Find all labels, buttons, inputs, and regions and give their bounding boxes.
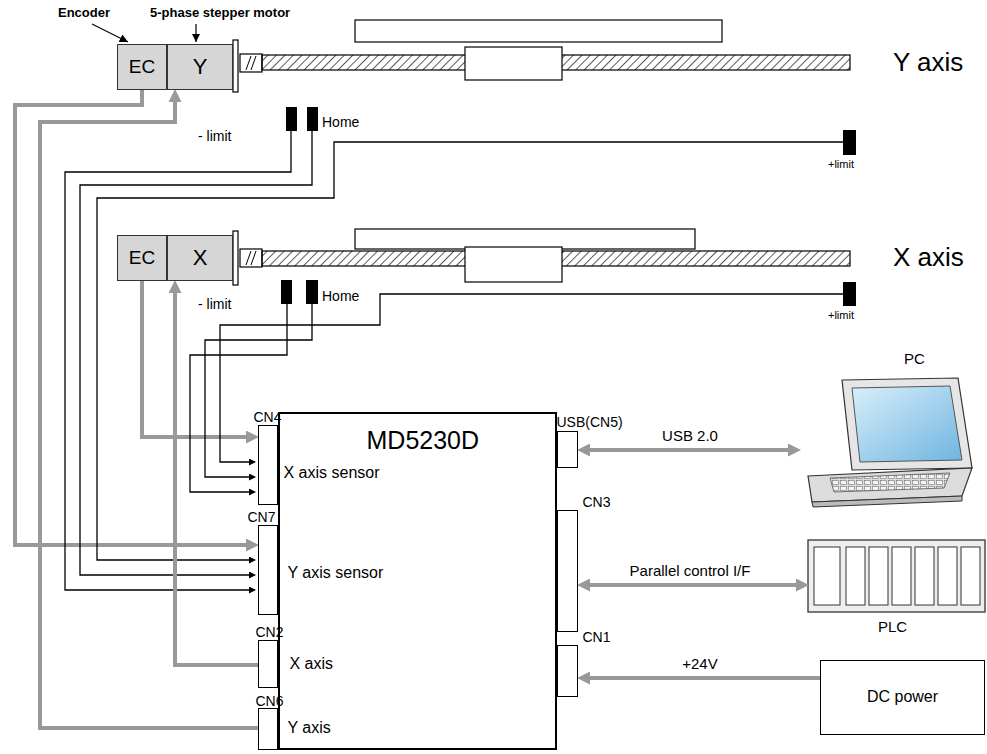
sensor-wire	[65, 131, 291, 590]
signal-cable	[590, 448, 788, 452]
signal-cable	[590, 676, 820, 680]
box-label: DC power	[867, 688, 938, 706]
stage-table	[355, 20, 722, 42]
stepper-motor-box: X	[167, 235, 233, 281]
plc-module	[961, 547, 980, 605]
motor-flange	[233, 40, 238, 92]
edge-label: Parallel control I/F	[627, 562, 754, 579]
coupling-mark	[246, 56, 251, 70]
node-label: CN3	[583, 494, 611, 510]
node-label: PC	[904, 350, 925, 367]
part-label: Encoder	[58, 6, 110, 21]
limit-sensor: - limit	[281, 280, 292, 304]
node-label: Home	[322, 114, 359, 130]
limit-sensor: - limit	[286, 107, 297, 131]
node-label: - limit	[198, 296, 231, 312]
box-label: EC	[129, 247, 155, 269]
axis-label: X axis	[893, 243, 964, 273]
node-label: PLC	[878, 618, 907, 635]
limit-sensor: +limit	[843, 282, 856, 306]
signal-cable	[40, 102, 258, 728]
axis-label: Y axis	[893, 48, 963, 78]
node-label: MD5230D	[367, 426, 480, 455]
plc-module	[846, 547, 865, 605]
leader-line	[195, 24, 196, 42]
node-label: CN6	[256, 693, 284, 709]
part-label: 5-phase stepper motor	[150, 6, 290, 21]
leader-line	[92, 24, 128, 42]
node-label: CN4	[254, 409, 282, 425]
node-label: CN2	[256, 624, 284, 640]
edge-label: USB 2.0	[659, 427, 721, 444]
controller-box: CN4X axis sensorUSB(CN5)CN3CN7Y axis sen…	[278, 412, 557, 750]
plc-rack: PLC	[808, 540, 985, 612]
signal-cable	[590, 583, 796, 587]
node-label: USB(CN5)	[557, 414, 623, 430]
screw-nut-block	[465, 247, 562, 282]
port-label: Y axis sensor	[288, 564, 384, 582]
plc-module	[892, 547, 911, 605]
plc-module	[915, 547, 934, 605]
box-label: Y	[193, 54, 208, 79]
port-label: X axis	[290, 655, 334, 673]
plc-module	[938, 547, 957, 605]
encoder-box: EC	[117, 44, 167, 90]
home-sensor: Home	[307, 107, 318, 131]
stage-table	[355, 229, 695, 249]
node-label: CN1	[583, 629, 611, 645]
node-label: Home	[322, 288, 359, 304]
connector-port: CN2X axis	[258, 640, 278, 688]
connector-port: CN3	[557, 510, 578, 632]
box-label: X	[193, 245, 208, 270]
laptop-lid	[842, 378, 972, 470]
screw-nut-block	[465, 47, 562, 80]
plc-rack	[808, 540, 985, 612]
coupling-mark	[251, 56, 256, 70]
port-label: X axis sensor	[284, 464, 380, 482]
home-sensor: Home	[306, 280, 318, 304]
node-label: +limit	[828, 309, 854, 322]
coupling-mark	[246, 251, 251, 265]
shaft-coupling	[240, 54, 262, 72]
stepper-motor-box: Y	[167, 44, 233, 90]
signal-cable	[142, 281, 246, 437]
motor-flange	[233, 231, 238, 285]
node-label: CN7	[248, 509, 276, 525]
encoder-box: EC	[117, 235, 167, 281]
connector-port: CN4X axis sensor	[258, 425, 278, 505]
limit-sensor: +limit	[843, 130, 856, 155]
laptop-edge	[812, 496, 962, 507]
connector-port: CN7Y axis sensor	[258, 525, 278, 615]
connector-port: CN1	[557, 645, 578, 697]
coupling-mark	[251, 251, 256, 265]
plc-module	[814, 547, 840, 605]
connector-port: CN6Y axis	[258, 708, 278, 750]
connector-port: USB(CN5)	[557, 431, 578, 468]
node-label: - limit	[198, 128, 231, 144]
laptop-screen	[852, 386, 962, 462]
power-supply-box: DC power	[820, 660, 985, 735]
plc-module	[869, 547, 888, 605]
box-label: EC	[129, 56, 155, 78]
pc-laptop: PC	[800, 375, 985, 505]
shaft-coupling	[240, 249, 262, 267]
signal-cable	[175, 293, 258, 665]
node-label: +limit	[828, 158, 854, 171]
laptop-keyboard	[830, 473, 950, 492]
edge-label: +24V	[679, 655, 720, 672]
port-label: Y axis	[288, 719, 331, 737]
